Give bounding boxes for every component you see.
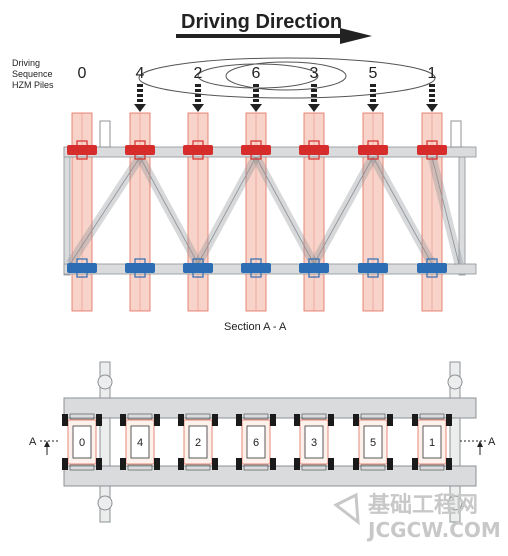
plan-pile: 4 [120, 413, 160, 471]
drive-arrow [134, 84, 146, 112]
plan-pile: 3 [294, 413, 334, 471]
plan-pile-label: 1 [429, 437, 435, 449]
diagonal-brace-edge [255, 156, 315, 265]
clamp-bottom [417, 258, 447, 278]
elevation-view [63, 112, 477, 312]
pile [362, 112, 384, 312]
sequence-loops [138, 57, 436, 99]
clamp-top [125, 140, 155, 160]
pile [187, 112, 209, 312]
plan-pile-label: 3 [311, 437, 317, 449]
drive-arrow [308, 84, 320, 112]
pile [71, 112, 93, 312]
plan-end-post [97, 361, 113, 523]
section-marker-right: A [460, 436, 496, 455]
sequence-label: 1 [428, 65, 437, 82]
diagonal-brace-edge [372, 156, 433, 265]
plan-pile-label: 2 [195, 437, 201, 449]
watermark-url: JCGCW.COM [366, 518, 501, 542]
diagonal-brace-edge [139, 156, 199, 265]
plan-pile: 2 [178, 413, 218, 471]
pile [421, 112, 443, 312]
drive-arrow [192, 84, 204, 112]
diagonal-brace-edge [197, 156, 257, 265]
section-marker-right-label: A [488, 436, 496, 448]
end-clip [99, 120, 111, 148]
drive-arrow [367, 84, 379, 112]
clamp-top [358, 140, 388, 160]
sequence-label: 3 [310, 65, 319, 82]
sequence-label: 2 [194, 65, 203, 82]
watermark: 基础工程网 JCGCW.COM [333, 492, 501, 542]
clamp-bottom [358, 258, 388, 278]
clamp-bottom [125, 258, 155, 278]
end-clip [450, 120, 462, 148]
plan-pile-label: 6 [253, 437, 259, 449]
clamp-bottom [183, 258, 213, 278]
legend-line-1: Driving [12, 58, 40, 68]
pile [245, 112, 267, 312]
watermark-cn: 基础工程网 [368, 493, 478, 518]
plan-pile: 5 [353, 413, 393, 471]
diagonal-brace-edge [313, 156, 374, 265]
plan-pile: 1 [412, 413, 452, 471]
section-marker-left-label: A [29, 436, 37, 448]
section-marker-left: A [29, 436, 60, 455]
plan-pile-label: 0 [79, 437, 85, 449]
legend: Driving Sequence HZM Piles [12, 58, 54, 90]
end-post [63, 146, 71, 276]
legend-line-2: Sequence [12, 69, 53, 79]
plan-pile: 0 [62, 413, 102, 471]
driving-direction-arrow [176, 28, 372, 44]
plan-pile: 6 [236, 413, 276, 471]
clamp-top [299, 140, 329, 160]
plan-view: 0 4 2 6 3 5 1 [62, 361, 477, 523]
drive-arrow [426, 84, 438, 112]
sequence-arrows [134, 84, 438, 112]
clamp-bottom [67, 258, 97, 278]
diagonal-brace-edge [69, 156, 141, 265]
plan-end-post [447, 361, 463, 523]
clamp-top [67, 140, 97, 160]
clamp-top [417, 140, 447, 160]
title: Driving Direction [181, 11, 342, 33]
sequence-label: 5 [369, 65, 378, 82]
legend-line-3: HZM Piles [12, 80, 54, 90]
clamp-top [183, 140, 213, 160]
sequence-label: 0 [78, 65, 87, 82]
clamp-bottom [299, 258, 329, 278]
drive-arrow [250, 84, 262, 112]
clamp-top [241, 140, 271, 160]
sequence-label: 6 [252, 65, 261, 82]
pile [129, 112, 151, 312]
plan-pile-label: 4 [137, 437, 143, 449]
section-label: Section A - A [224, 321, 287, 333]
sequence-label: 4 [136, 65, 145, 82]
watermark-logo [333, 492, 360, 526]
diagonal-brace-edge [431, 156, 460, 265]
pile [303, 112, 325, 312]
sequence-labels: 0 4 2 6 3 5 1 [78, 65, 437, 82]
clamp-bottom [241, 258, 271, 278]
plan-pile-label: 5 [370, 437, 376, 449]
